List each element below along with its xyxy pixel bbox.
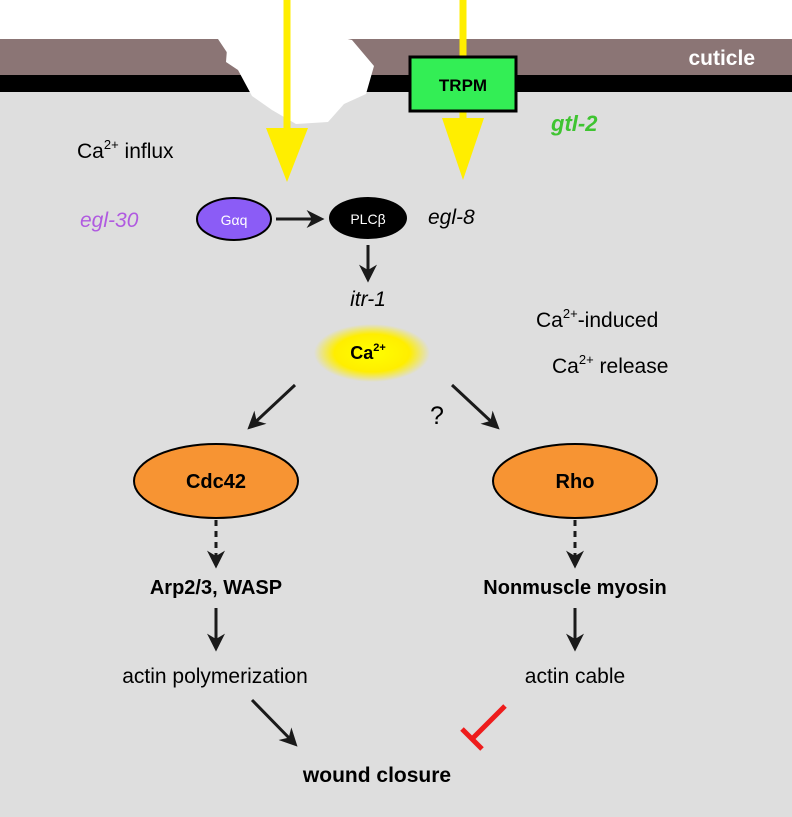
uncertain-link-mark: ?: [430, 402, 444, 430]
egl-8-gene-label: egl-8: [428, 206, 475, 229]
calcium-label: Ca2+: [350, 342, 386, 363]
cdc42-node: [133, 443, 299, 519]
cicr-label-line1: Ca2+-induced: [536, 306, 658, 332]
calcium-to-cdc42-arrow: [247, 383, 297, 430]
cable-inhibits-closure-line: [470, 704, 507, 741]
cuticle-layer: [0, 39, 792, 75]
gaq-label: Gαq: [221, 212, 248, 228]
polymerization-to-closure-arrow: [250, 698, 298, 747]
arp23-wasp-label: Arp2/3, WASP: [150, 577, 282, 599]
cicr-label-line2: Ca2+ release: [552, 352, 668, 378]
plcb-node: [329, 197, 407, 239]
cell-interior: [0, 92, 792, 817]
rho-label: Rho: [556, 471, 595, 493]
wound-tear: [226, 28, 374, 124]
trpm-influx-arrowhead: [442, 118, 484, 180]
gtl-2-gene-label: gtl-2: [550, 111, 598, 136]
wound-closure-label: wound closure: [302, 764, 451, 787]
calcium-glow: [314, 324, 430, 382]
itr-1-gene-label: itr-1: [350, 288, 386, 311]
nonmuscle-myosin-label: Nonmuscle myosin: [483, 577, 666, 599]
wound-influx-arrowhead: [266, 128, 308, 182]
wound-tear-shard: [320, 76, 334, 92]
calcium-to-rho-arrow: [450, 383, 500, 430]
gaq-node: [196, 197, 272, 241]
cable-inhibits-closure-bar: [460, 727, 484, 751]
wound-tear-shard-left: [214, 30, 250, 66]
rho-node: [492, 443, 658, 519]
actin-cable-label: actin cable: [525, 665, 625, 688]
trpm-label: TRPM: [439, 76, 487, 95]
cdc42-label: Cdc42: [186, 471, 246, 493]
actin-polymerization-label: actin polymerization: [122, 665, 308, 688]
plasma-membrane: [0, 75, 792, 92]
egl-30-gene-label: egl-30: [80, 209, 139, 232]
cuticle-label: cuticle: [688, 47, 755, 70]
trpm-channel-box: [408, 55, 518, 113]
plcb-label: PLCβ: [350, 211, 385, 227]
ca-influx-label: Ca2+ influx: [77, 137, 174, 163]
